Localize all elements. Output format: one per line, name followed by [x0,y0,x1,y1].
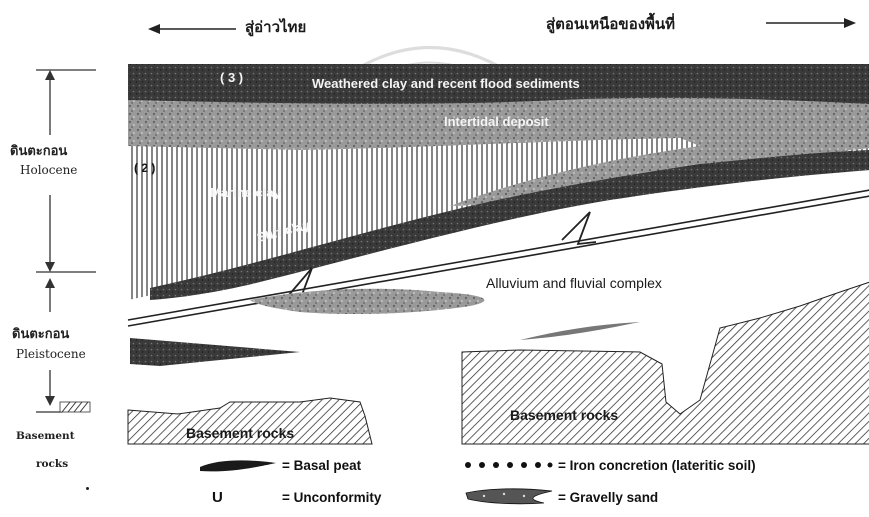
legend-iron-concretion-icon [462,458,554,472]
legend-basal-peat-label: = Basal peat [282,458,361,473]
legend-unconformity-symbol: U [212,489,223,506]
label-basement-rocks-right: Basement rocks [510,407,618,423]
legend-gravelly-sand-icon [464,485,554,507]
label-basement-rocks-left: Basement rocks [186,425,294,441]
legend-gravelly-sand-label: = Gravelly sand [558,490,658,505]
layer2-marker: ( 2 ) [134,161,155,175]
stray-mark [86,487,89,490]
label-marine-clay: Marine clay [210,185,282,200]
legend-unconformity-label: = Unconformity [282,490,381,505]
label-intertidal-deposit: Intertidal deposit [444,114,549,129]
legend-iron-concretion-label: = Iron concretion (lateritic soil) [558,458,756,473]
legend-basal-peat-icon [198,455,278,477]
label-alluvium: Alluvium and fluvial complex [486,275,662,291]
label-weathered-clay: Weathered clay and recent flood sediment… [312,76,580,91]
layer3-marker: ( 3 ) [220,70,243,85]
